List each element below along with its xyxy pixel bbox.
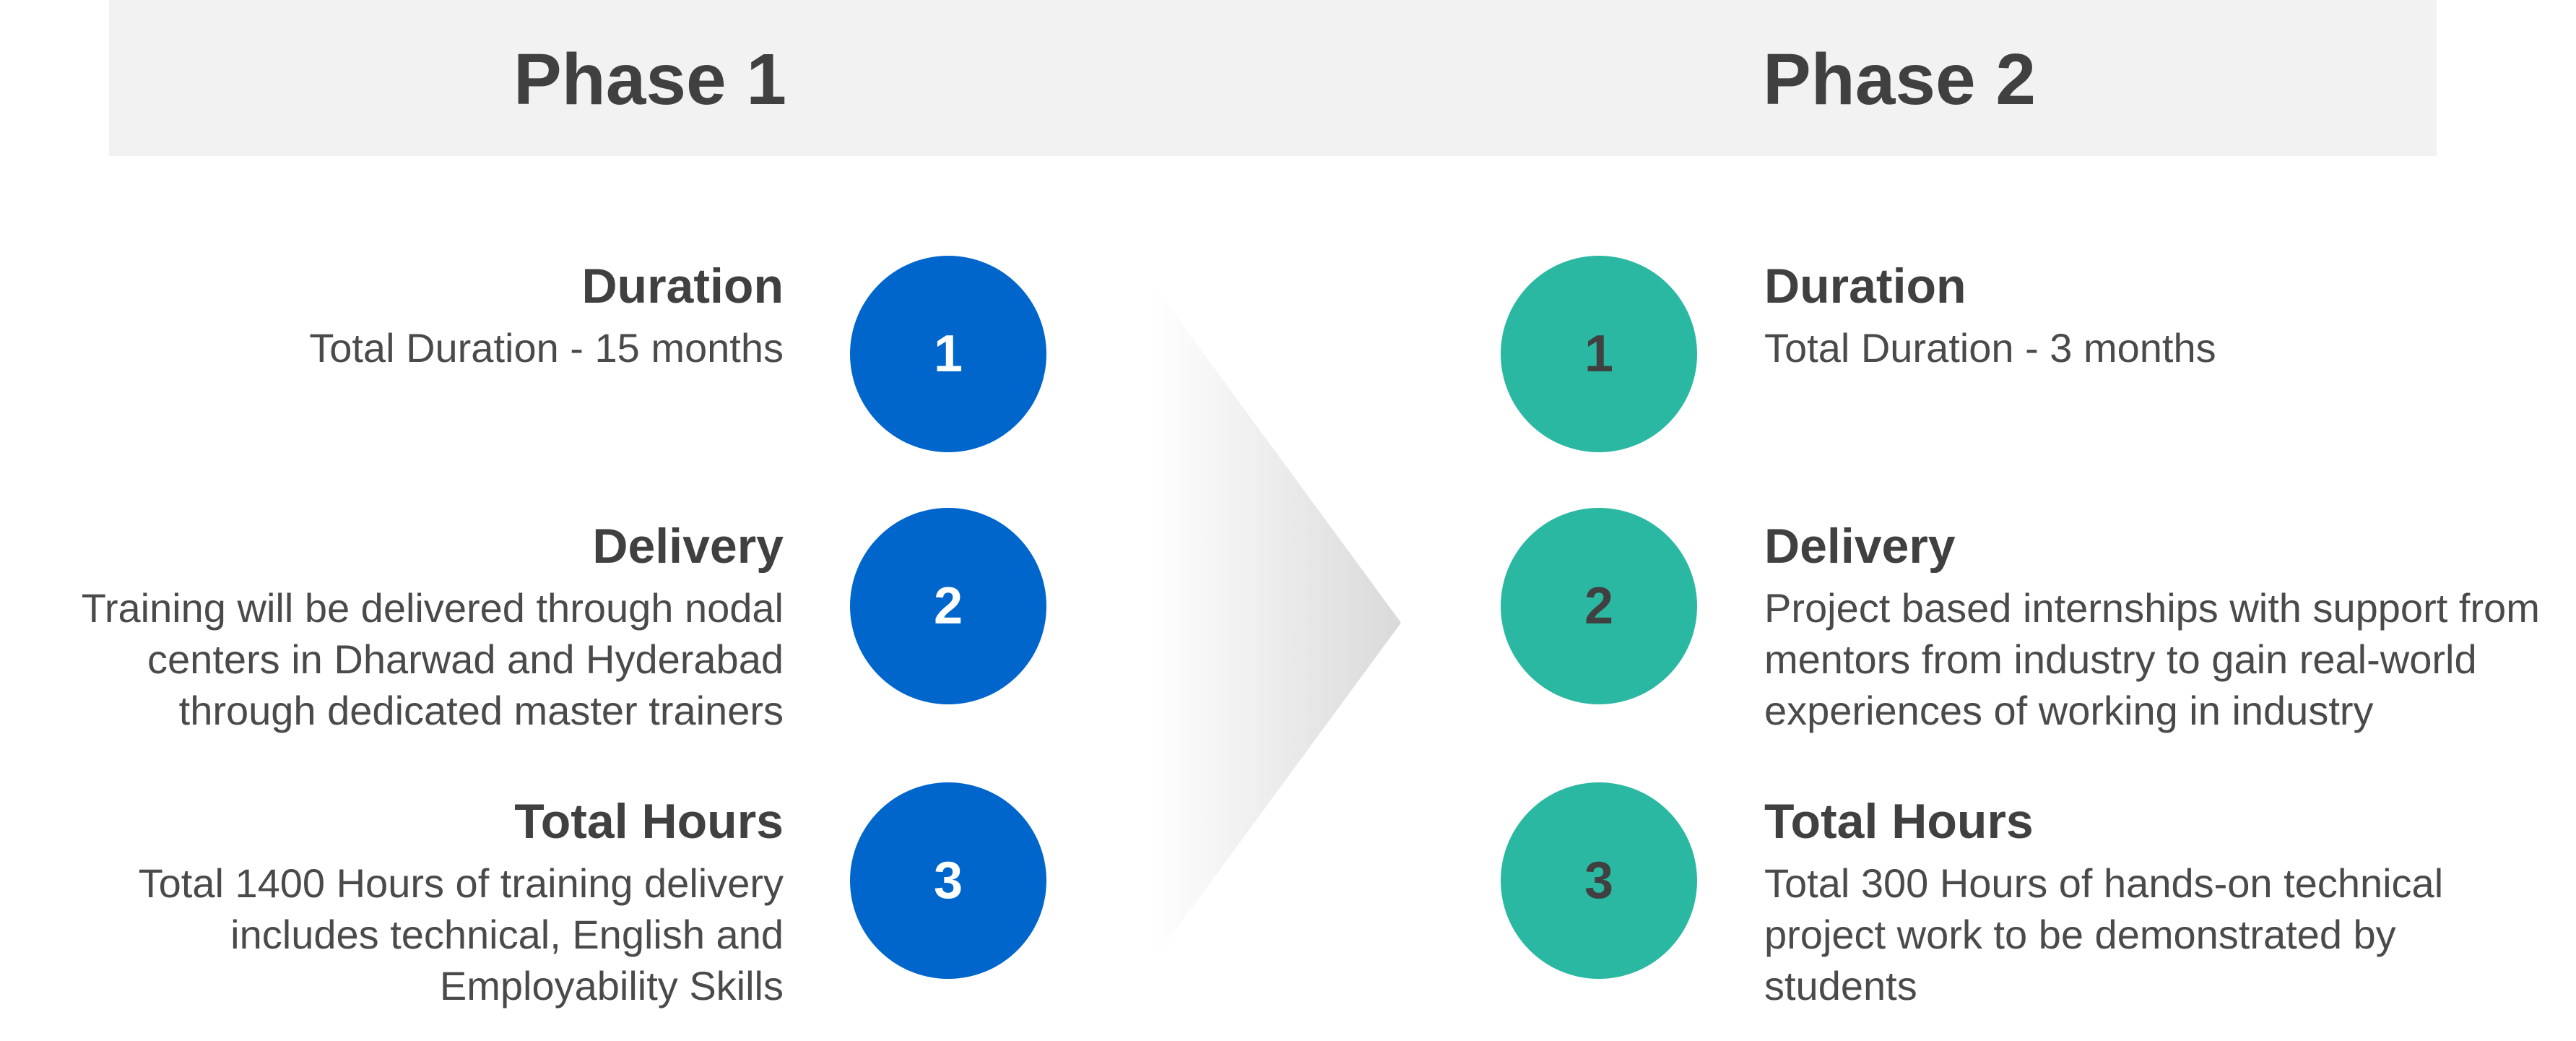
phase-1-duration-title: Duration (581, 259, 784, 314)
phase-1-duration-block: Duration Total Duration - 15 months (309, 257, 784, 373)
phase-1-title: Phase 1 (513, 39, 787, 120)
phase-1-delivery-block: Delivery Training will be delivered thro… (82, 517, 784, 736)
phase-1-duration-text: Total Duration - 15 months (309, 325, 784, 371)
phase-1-delivery-text: Training will be delivered through nodal… (81, 585, 784, 733)
phase-2-title: Phase 2 (1762, 39, 2037, 120)
phase-2-step-2-circle: 2 (1501, 508, 1697, 704)
phase-2-hours-title: Total Hours (1764, 794, 2034, 849)
phase-2-delivery-text: Project based internships with support f… (1764, 585, 2540, 733)
phase-1-step-1-circle: 1 (850, 256, 1046, 452)
phase-2-hours-text: Total 300 Hours of hands-on technical pr… (1764, 860, 2444, 1008)
phase-1-step-2-circle: 2 (850, 508, 1046, 704)
chevron-arrow-icon (1152, 283, 1401, 962)
phase-2-duration-block: Duration Total Duration - 3 months (1764, 257, 2216, 373)
phase-1-hours-title: Total Hours (514, 794, 784, 849)
phase-2-delivery-block: Delivery Project based internships with … (1764, 517, 2540, 736)
phase-1-delivery-title: Delivery (592, 519, 784, 574)
phase-2-delivery-title: Delivery (1764, 519, 1956, 574)
phase-1-step-3-circle: 3 (850, 782, 1046, 979)
phase-2-duration-text: Total Duration - 3 months (1764, 325, 2216, 371)
phase-1-hours-text: Total 1400 Hours of training delivery in… (138, 860, 784, 1008)
phase-2-hours-block: Total Hours Total 300 Hours of hands-on … (1764, 792, 2443, 1011)
phase-2-duration-title: Duration (1764, 259, 1966, 314)
phase-2-step-1-circle: 1 (1501, 256, 1697, 452)
header-band (109, 0, 2437, 156)
phase-1-hours-block: Total Hours Total 1400 Hours of training… (139, 792, 784, 1011)
phase-2-step-3-circle: 3 (1501, 782, 1697, 979)
